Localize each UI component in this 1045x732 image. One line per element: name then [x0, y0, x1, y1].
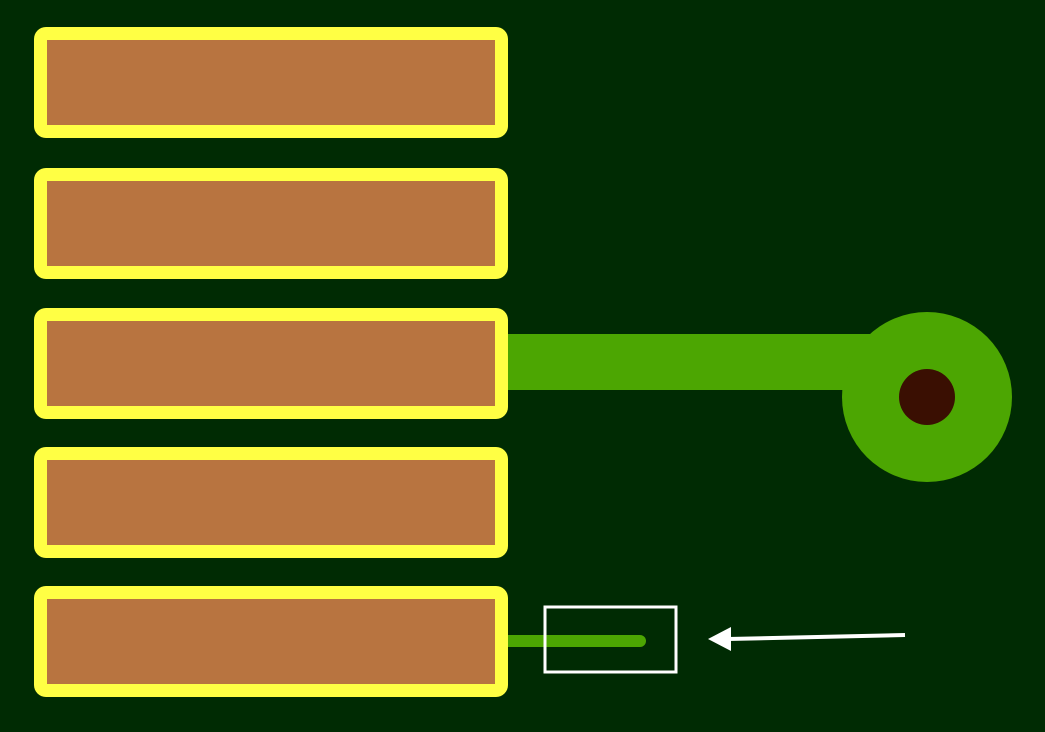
- pad-1-copper: [47, 40, 495, 125]
- via-drill-hole: [899, 369, 955, 425]
- pad-5: [34, 586, 508, 697]
- smd-pad-group: [34, 27, 508, 697]
- arrow-head-icon: [708, 627, 731, 651]
- pad-2-copper: [47, 181, 495, 266]
- pad-3-copper: [47, 321, 495, 406]
- pad-3: [34, 308, 508, 419]
- highlight-box: [543, 605, 678, 674]
- pad-4: [34, 447, 508, 558]
- pad-2: [34, 168, 508, 279]
- wide-trace: [490, 334, 885, 390]
- arrow-shaft: [727, 633, 906, 641]
- pad-5-copper: [47, 599, 495, 684]
- pad-4-copper: [47, 460, 495, 545]
- pad-1: [34, 27, 508, 138]
